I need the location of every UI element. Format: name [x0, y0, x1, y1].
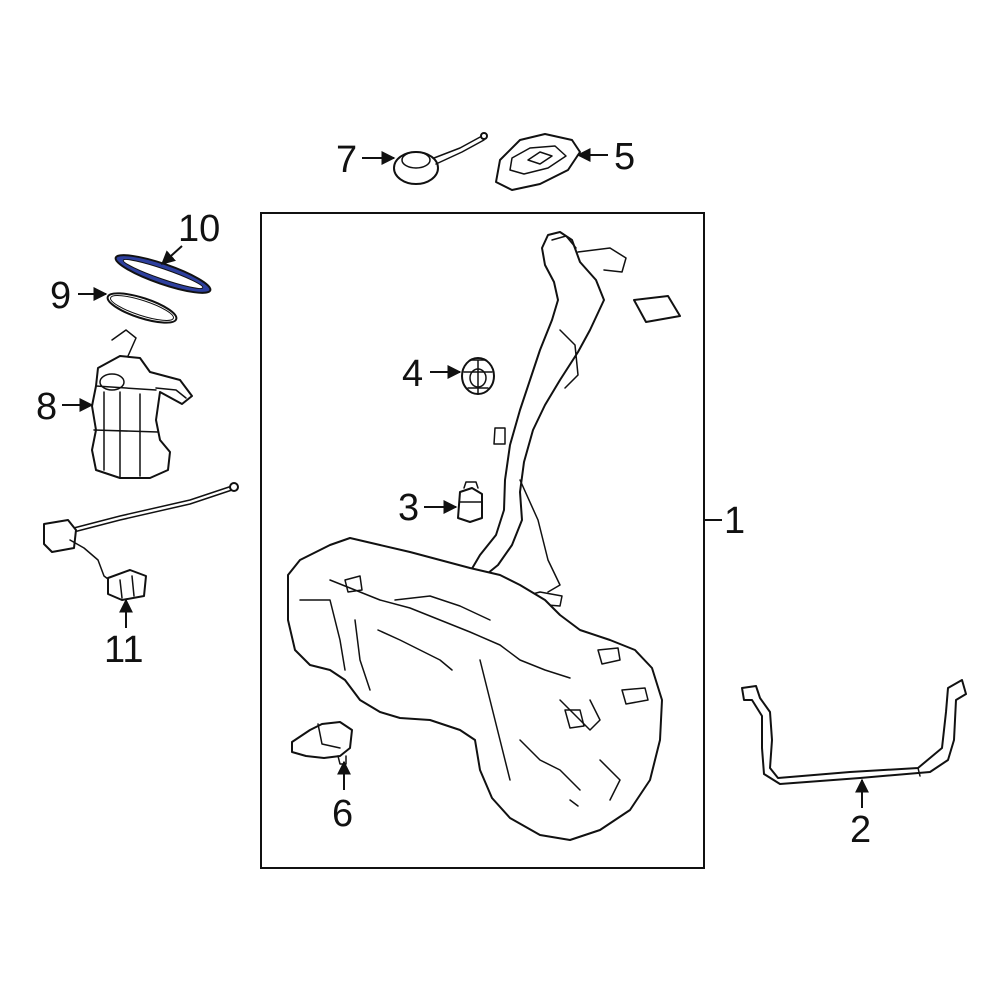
fuel-pump-part-8[interactable]	[91, 329, 193, 479]
callout-7: 7	[336, 139, 357, 181]
plug-part-4[interactable]	[461, 357, 495, 395]
callout-8: 8	[36, 386, 57, 428]
callout-labels: 1 2 3 4 5 6 7 8 9 10 11	[36, 136, 871, 851]
fuel-tank-part-1[interactable]	[287, 231, 681, 841]
filler-cap-part-7[interactable]	[393, 132, 488, 185]
tank-strap-part-2[interactable]	[741, 679, 967, 785]
callout-6: 6	[332, 793, 353, 835]
callout-9: 9	[50, 275, 71, 317]
callout-5: 5	[614, 136, 635, 178]
callout-3: 3	[398, 487, 419, 529]
callout-4: 4	[402, 353, 423, 395]
gasket-part-10[interactable]	[112, 248, 213, 299]
cover-plate-part-5[interactable]	[495, 133, 581, 191]
leader-lines	[62, 148, 869, 808]
level-sender-part-11[interactable]	[43, 482, 239, 601]
assembly-frame	[260, 212, 705, 869]
callout-2: 2	[850, 809, 871, 851]
callout-10: 10	[178, 208, 220, 250]
callout-11: 11	[104, 629, 143, 671]
o-ring-part-9[interactable]	[105, 287, 180, 328]
sensor-part-6[interactable]	[291, 721, 353, 765]
callout-1: 1	[724, 500, 745, 542]
grommet-part-3[interactable]	[457, 481, 483, 523]
